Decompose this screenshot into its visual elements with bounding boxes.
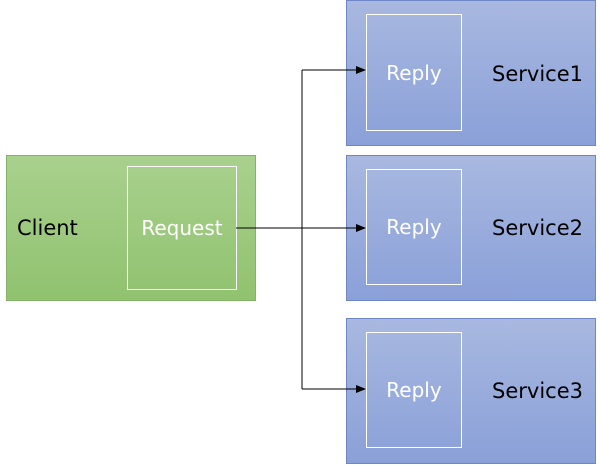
request-box: Request	[127, 166, 237, 290]
service1-box: Reply Service1	[346, 0, 596, 146]
service2-reply-label: Reply	[386, 215, 442, 239]
service2-label: Service2	[492, 216, 583, 240]
service2-box: Reply Service2	[346, 155, 596, 301]
service3-label: Service3	[492, 379, 583, 403]
client-box: Client Request	[6, 155, 256, 301]
service1-label: Service1	[492, 62, 583, 86]
service2-reply-box: Reply	[366, 169, 462, 285]
request-label: Request	[141, 216, 223, 240]
service3-reply-label: Reply	[386, 378, 442, 402]
service1-reply-label: Reply	[386, 60, 442, 85]
client-label: Client	[17, 216, 78, 240]
service3-box: Reply Service3	[346, 318, 596, 464]
service1-reply-box: Reply	[366, 14, 462, 131]
service3-reply-box: Reply	[366, 332, 462, 448]
